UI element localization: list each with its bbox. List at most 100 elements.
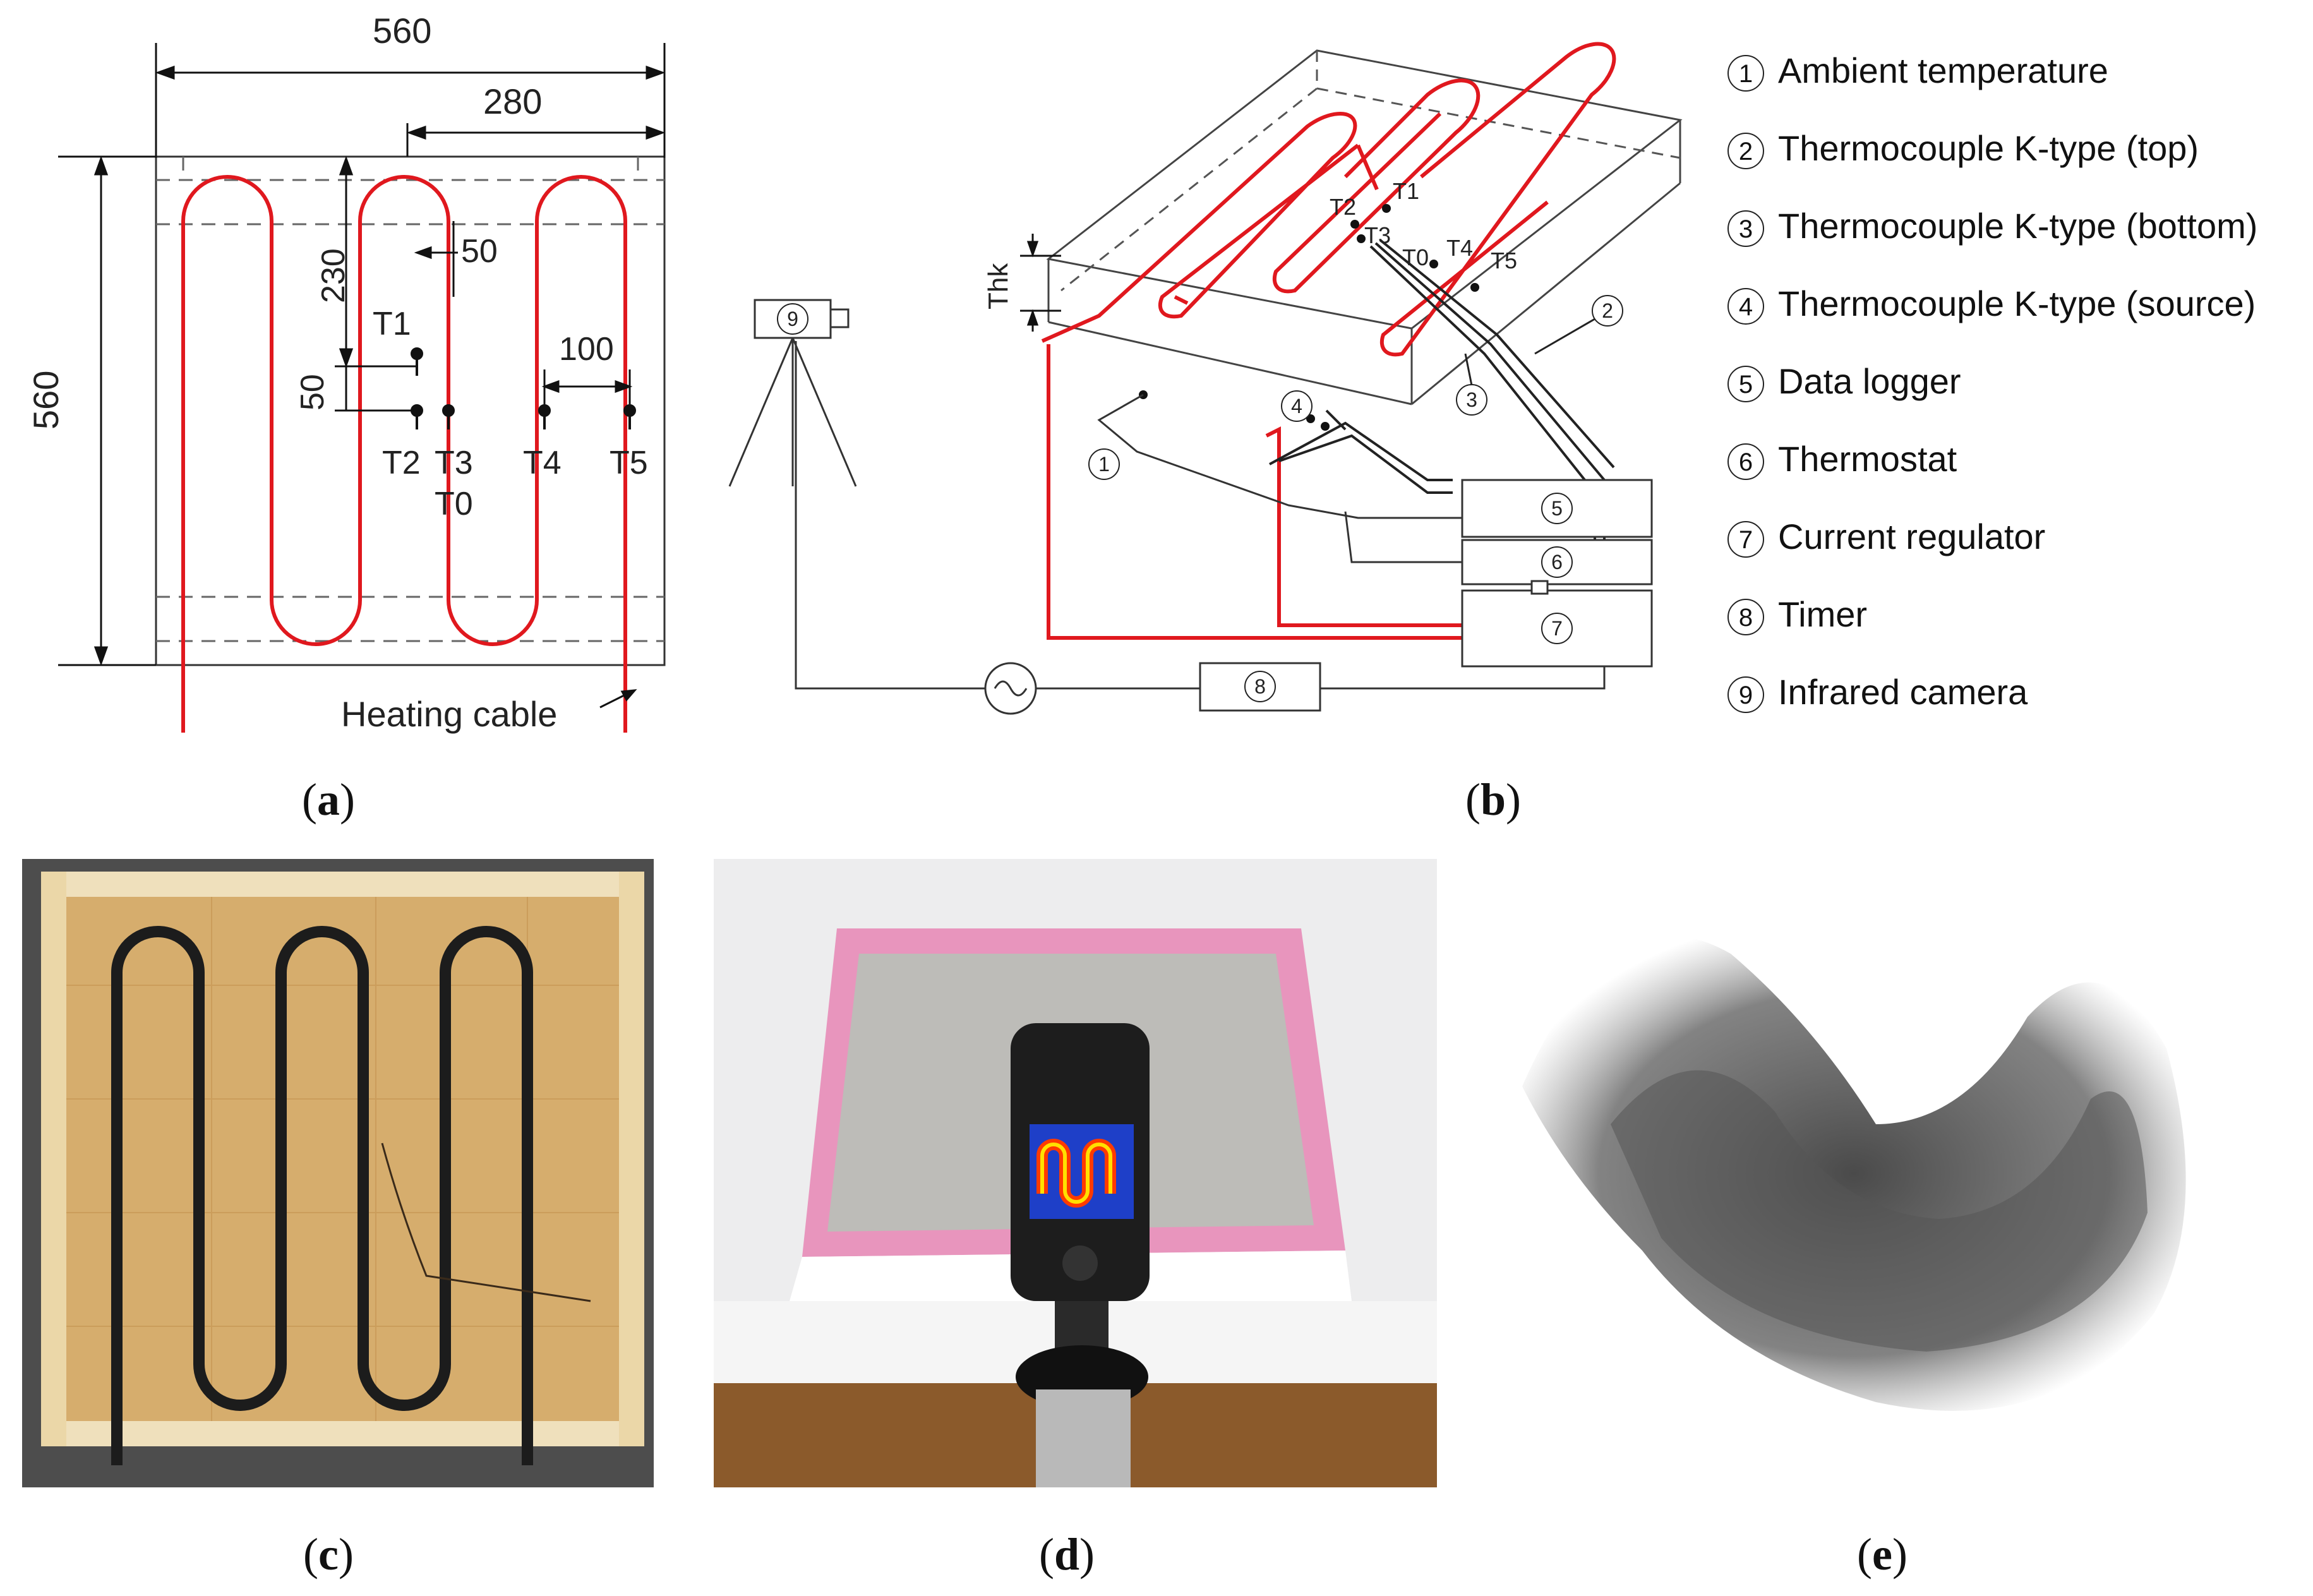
legend-item: 8 Timer [1727,575,2257,653]
caption-e-letter: e [1871,1529,1892,1580]
schematic-t3-label: T3 [1364,222,1391,248]
caption-a-close: ) [339,774,355,825]
panel-a-plan-drawing: 560 280 560 230 50 50 100 [26,11,666,734]
legend-num: 4 [1727,288,1764,325]
dim-50-h-label: 50 [461,233,498,270]
photo-c-drawing [41,872,644,1465]
marker-5: 5 [1551,497,1563,520]
legend-text: Thermostat [1778,439,1957,479]
caption-a: (a) [302,774,355,826]
slab-hidden-edges [1060,51,1681,292]
dim-height-label: 560 [26,371,66,429]
legend-num: 3 [1727,210,1764,248]
legend-num: 7 [1727,521,1764,558]
schematic-t1-label: T1 [1393,178,1419,204]
slab-outline [155,155,666,666]
dim-width [155,43,666,158]
dashed-guides [156,157,664,642]
ac-wave [994,680,1028,697]
legend-item: 1 Ambient temperature [1727,32,2257,109]
legend-text: Data logger [1778,361,1961,401]
dim-100-label: 100 [559,331,614,368]
legend-text: Ambient temperature [1778,51,2108,90]
marker-leaders [1464,318,1595,386]
marker-9: 9 [787,308,798,330]
dim-height [58,155,156,666]
marker-2: 2 [1602,299,1613,322]
sensor-t0-label: T0 [435,486,473,522]
panel-b-schematic: T2 T1 T3 T0 T4 T5 Thk [728,42,1683,715]
schematic-cable-loop-3 [1379,42,1616,357]
marker-7: 7 [1551,617,1563,640]
caption-e-open: ( [1857,1529,1872,1580]
dim-230-label: 230 [315,248,352,303]
marker-circles [777,295,1623,702]
caption-d-letter: d [1054,1529,1080,1580]
sensor-t1-label: T1 [373,306,411,342]
caption-d: (d) [1039,1528,1095,1581]
heating-cable-path [181,175,627,733]
caption-b-open: ( [1465,774,1481,825]
caption-d-open: ( [1039,1529,1054,1580]
sensor-markers [411,347,636,429]
thk-dimension [1020,234,1061,332]
legend-num: 8 [1727,599,1764,636]
marker-4: 4 [1291,395,1302,417]
legend-item: 5 Data logger [1727,342,2257,420]
caption-d-close: ) [1079,1529,1095,1580]
dim-230 [335,155,417,412]
legend-item: 9 Infrared camera [1727,653,2257,731]
slab-3d-box [1046,49,1683,405]
caption-e: (e) [1857,1528,1907,1581]
schematic-cable-top [1041,111,1379,343]
caption-b-close: ) [1506,774,1522,825]
legend-num: 5 [1727,366,1764,403]
schematic-t0-label: T0 [1402,244,1429,270]
caption-b-letter: b [1480,774,1506,825]
heating-cable-arrow [599,689,637,709]
dim-half [406,123,666,157]
marker-6: 6 [1551,551,1563,573]
legend-num: 9 [1727,676,1764,714]
caption-a-letter: a [316,774,340,825]
sensor-t5-label: T5 [610,445,648,481]
photo-c-formwork [22,859,654,1487]
dim-100 [541,369,633,404]
legend-text: Current regulator [1778,517,2046,556]
legend-item: 7 Current regulator [1727,498,2257,575]
caption-e-close: ) [1892,1529,1907,1580]
heating-cable-label: Heating cable [341,694,557,734]
caption-c: (c) [303,1528,354,1581]
caption-a-open: ( [302,774,317,825]
legend-text: Thermocouple K-type (bottom) [1778,206,2258,246]
sensor-t3-label: T3 [435,445,473,481]
sensor-t2-label: T2 [382,445,421,481]
photo-e-drawing [1522,935,2186,1411]
legend-item: 3 Thermocouple K-type (bottom) [1727,187,2257,265]
schematic-t2-label: T2 [1330,194,1356,220]
dim-50-h [414,221,458,297]
sensor-t4-label: T4 [523,445,562,481]
photo-d-thermal-camera [714,859,1437,1487]
photo-d-drawing [714,859,1437,1487]
marker-8: 8 [1254,675,1266,698]
marker-3: 3 [1466,388,1477,411]
legend-text: Timer [1778,594,1868,634]
legend-text: Thermocouple K-type (top) [1778,128,2199,168]
schematic-cable-loop-2 [1272,78,1481,294]
thk-label: Thk [983,263,1014,309]
schematic-t4-label: T4 [1446,235,1473,261]
dim-half-label: 280 [483,81,542,121]
schematic-cable-lead-left [1047,344,1462,640]
marker-1: 1 [1098,453,1110,476]
legend-text: Infrared camera [1778,672,2028,712]
caption-c-letter: c [318,1529,339,1580]
schematic-t5-label: T5 [1491,248,1517,273]
schematic-cable-lead-right [1265,426,1462,627]
caption-c-close: ) [338,1529,354,1580]
legend-num: 1 [1727,55,1764,92]
